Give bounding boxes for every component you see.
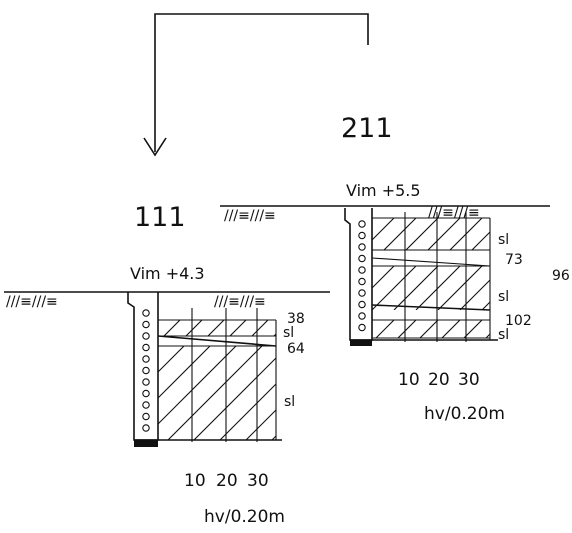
point-211-axis-unit: hv/0.20m [424, 404, 505, 424]
probe-hole-icon [142, 332, 150, 340]
point-211-depth-102: 102 [505, 313, 532, 329]
probe-hole-icon [142, 320, 150, 329]
point-211-id: 211 [341, 113, 393, 144]
point-111-depth-38: 38 [287, 311, 305, 327]
direction-arrow [143, 13, 369, 157]
soil-hatch-line [245, 409, 276, 440]
soil-hatch-line [158, 346, 237, 425]
svg-text:///≡///≡: ///≡///≡ [214, 294, 266, 310]
svg-text:///≡///≡: ///≡///≡ [224, 208, 276, 224]
soil-hatch-line [471, 231, 490, 250]
probe-hole-icon [142, 378, 150, 386]
soil-hatch-line [383, 218, 417, 250]
point-211-soil-label-1: sl [498, 232, 509, 248]
probe-hole-icon [358, 231, 366, 240]
point-111-soil-label-small: sl [283, 325, 294, 341]
point-111-level: Vim +4.3 [130, 264, 205, 283]
probe-hole-icon [142, 366, 150, 375]
point-111-profile [134, 308, 282, 442]
soil-hatch-line [193, 357, 276, 440]
soil-hatch-line [372, 218, 373, 219]
point-211-ground-line: ///≡///≡ ///≡///≡ [220, 205, 550, 224]
soil-hatch-line [185, 320, 203, 336]
soil-hatch-line [372, 320, 373, 321]
point-111-depth-64: 64 [287, 341, 305, 357]
point-211-side-96: 96 [552, 268, 570, 284]
point-211-profile [350, 212, 498, 342]
point-211-tick-30: 30 [458, 370, 480, 390]
point-111-tick-30: 30 [247, 471, 269, 491]
soil-hatch-line [229, 320, 247, 336]
soil-hatch-line [481, 301, 490, 310]
point-111-tick-20: 20 [216, 471, 238, 491]
soil-hatch-line [463, 320, 483, 338]
soil-hatch-line [207, 320, 225, 336]
soil-hatch-line [397, 320, 417, 338]
soil-hatch-line [271, 435, 276, 440]
soil-hatch-line [158, 346, 211, 399]
point-111-probe [127, 292, 159, 447]
soil-hatch-line [163, 320, 181, 336]
probe-hole-icon [142, 389, 150, 398]
point-211-probe [344, 208, 373, 346]
probe-hole-icon [358, 254, 366, 263]
soil-hatch-line [372, 266, 395, 289]
soil-hatch-line [372, 218, 395, 241]
point-111-axis-unit: hv/0.20m [204, 507, 285, 527]
soil-hatch-line [167, 346, 263, 440]
soil-hatch-line [251, 320, 269, 336]
point-211-level: Vim +5.5 [346, 181, 421, 200]
probe-hole-icon [142, 343, 150, 352]
point-111-id: 111 [134, 202, 186, 233]
probe-hole-icon [358, 277, 366, 286]
probe-hole-icon [142, 412, 150, 421]
probe-hole-icon [358, 243, 366, 251]
point-211-depth-73: 73 [505, 252, 523, 268]
soil-hatch-line [405, 218, 439, 250]
point-111-soil-label: sl [284, 394, 295, 410]
probe-hole-icon [358, 289, 366, 297]
probe-hole-icon [358, 300, 366, 309]
soil-hatch-line [415, 266, 461, 310]
soil-hatch-line [459, 279, 490, 310]
soil-hatch-line [375, 320, 395, 338]
probe-hole-icon [358, 266, 366, 274]
probe-hole-icon [142, 355, 150, 363]
probe-hole-icon [142, 401, 150, 409]
probe-hole-icon [142, 424, 150, 432]
probe-hole-icon [358, 323, 366, 332]
point-211-soil-label-2: sl [498, 289, 509, 305]
probe-hole-icon [358, 220, 366, 228]
point-211-tick-20: 20 [428, 370, 450, 390]
soil-hatch-line [372, 266, 417, 310]
svg-text:///≡///≡: ///≡///≡ [428, 205, 480, 221]
soil-hatch-line [427, 218, 461, 250]
soil-hatch-line [485, 333, 490, 338]
soil-hatch-line [441, 320, 461, 338]
probe-hole-icon [142, 309, 150, 317]
soil-hatch-line [393, 266, 439, 310]
point-211-soil-label-3: sl [498, 327, 509, 343]
point-111-ground-line: ///≡///≡ ///≡///≡ [4, 291, 330, 310]
point-111-tick-10: 10 [184, 471, 206, 491]
svg-text:///≡///≡: ///≡///≡ [6, 294, 58, 310]
probe-hole-icon [358, 312, 366, 320]
point-211-tick-10: 10 [398, 370, 420, 390]
soil-hatch-line [437, 266, 483, 310]
soil-hatch-line [419, 320, 439, 338]
soil-hatch-line [219, 383, 276, 440]
soil-hatch-line [158, 346, 185, 373]
